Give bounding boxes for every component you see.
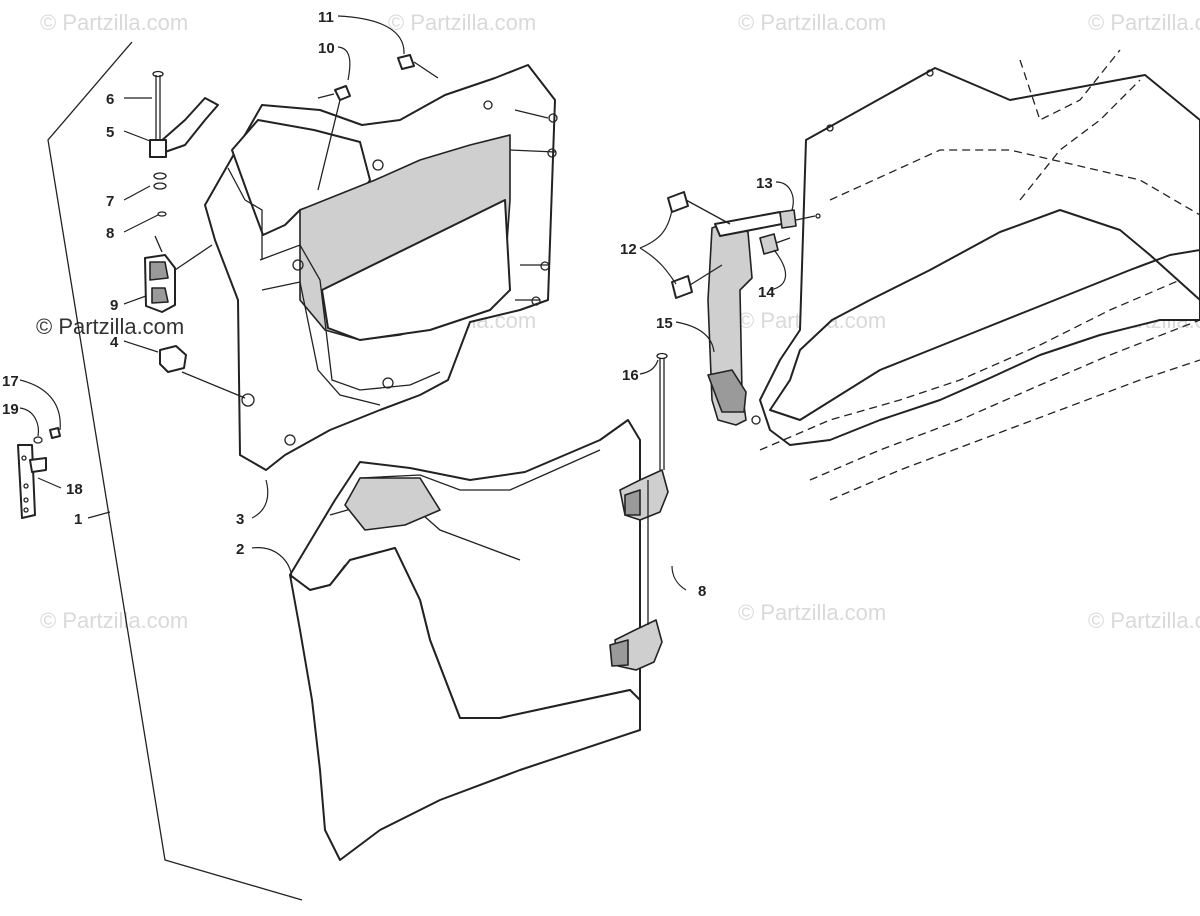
callout-9: 9 <box>110 297 118 314</box>
watermark-text: © Partzilla.com <box>36 314 184 339</box>
watermark-text: © Partzilla.com <box>738 600 886 625</box>
watermark-text: © Partzilla.com <box>40 10 188 35</box>
hinge-bracket <box>707 211 783 426</box>
watermark-text: © Partzilla.com <box>738 10 886 35</box>
callout-19: 19 <box>2 401 19 418</box>
callout-3: 3 <box>236 511 244 528</box>
callout-7: 7 <box>106 193 114 210</box>
callout-8-lower: 8 <box>698 583 706 600</box>
watermark-text: © Partzilla.com <box>1088 608 1200 633</box>
callout-5: 5 <box>106 124 114 141</box>
watermark-text: © Partzilla.com <box>40 608 188 633</box>
callout-6: 6 <box>106 91 114 108</box>
striker-plate <box>17 427 61 519</box>
callout-4: 4 <box>110 334 119 351</box>
callout-10: 10 <box>318 40 335 57</box>
hinge-blocks <box>609 469 669 671</box>
hinge-pin <box>656 352 668 470</box>
callout-16: 16 <box>622 367 639 384</box>
latch-parts <box>144 70 219 313</box>
callout-13: 13 <box>756 175 773 192</box>
callout-12: 12 <box>620 241 637 258</box>
hinge-fasteners <box>667 191 821 299</box>
upper-door-frame <box>204 64 558 471</box>
callout-11: 11 <box>318 9 334 26</box>
screws <box>317 54 439 191</box>
callout-2: 2 <box>236 541 244 558</box>
lower-door-panel <box>289 419 641 861</box>
vehicle-body-outline <box>751 49 1200 501</box>
callout-14: 14 <box>758 284 775 301</box>
callout-8-upper: 8 <box>106 225 114 242</box>
callout-17: 17 <box>2 373 19 390</box>
callouts: 6 5 7 8 9 4 10 11 12 13 14 15 16 8 17 19… <box>2 9 775 600</box>
watermark-text: © Partzilla.com <box>388 10 536 35</box>
watermark-text: © Partzilla.com <box>1088 10 1200 35</box>
leader-lines <box>19 15 794 591</box>
callout-15: 15 <box>656 315 673 332</box>
callout-18: 18 <box>66 481 83 498</box>
bumper <box>159 345 246 399</box>
callout-1: 1 <box>74 511 82 528</box>
assembly-frame <box>47 41 303 901</box>
